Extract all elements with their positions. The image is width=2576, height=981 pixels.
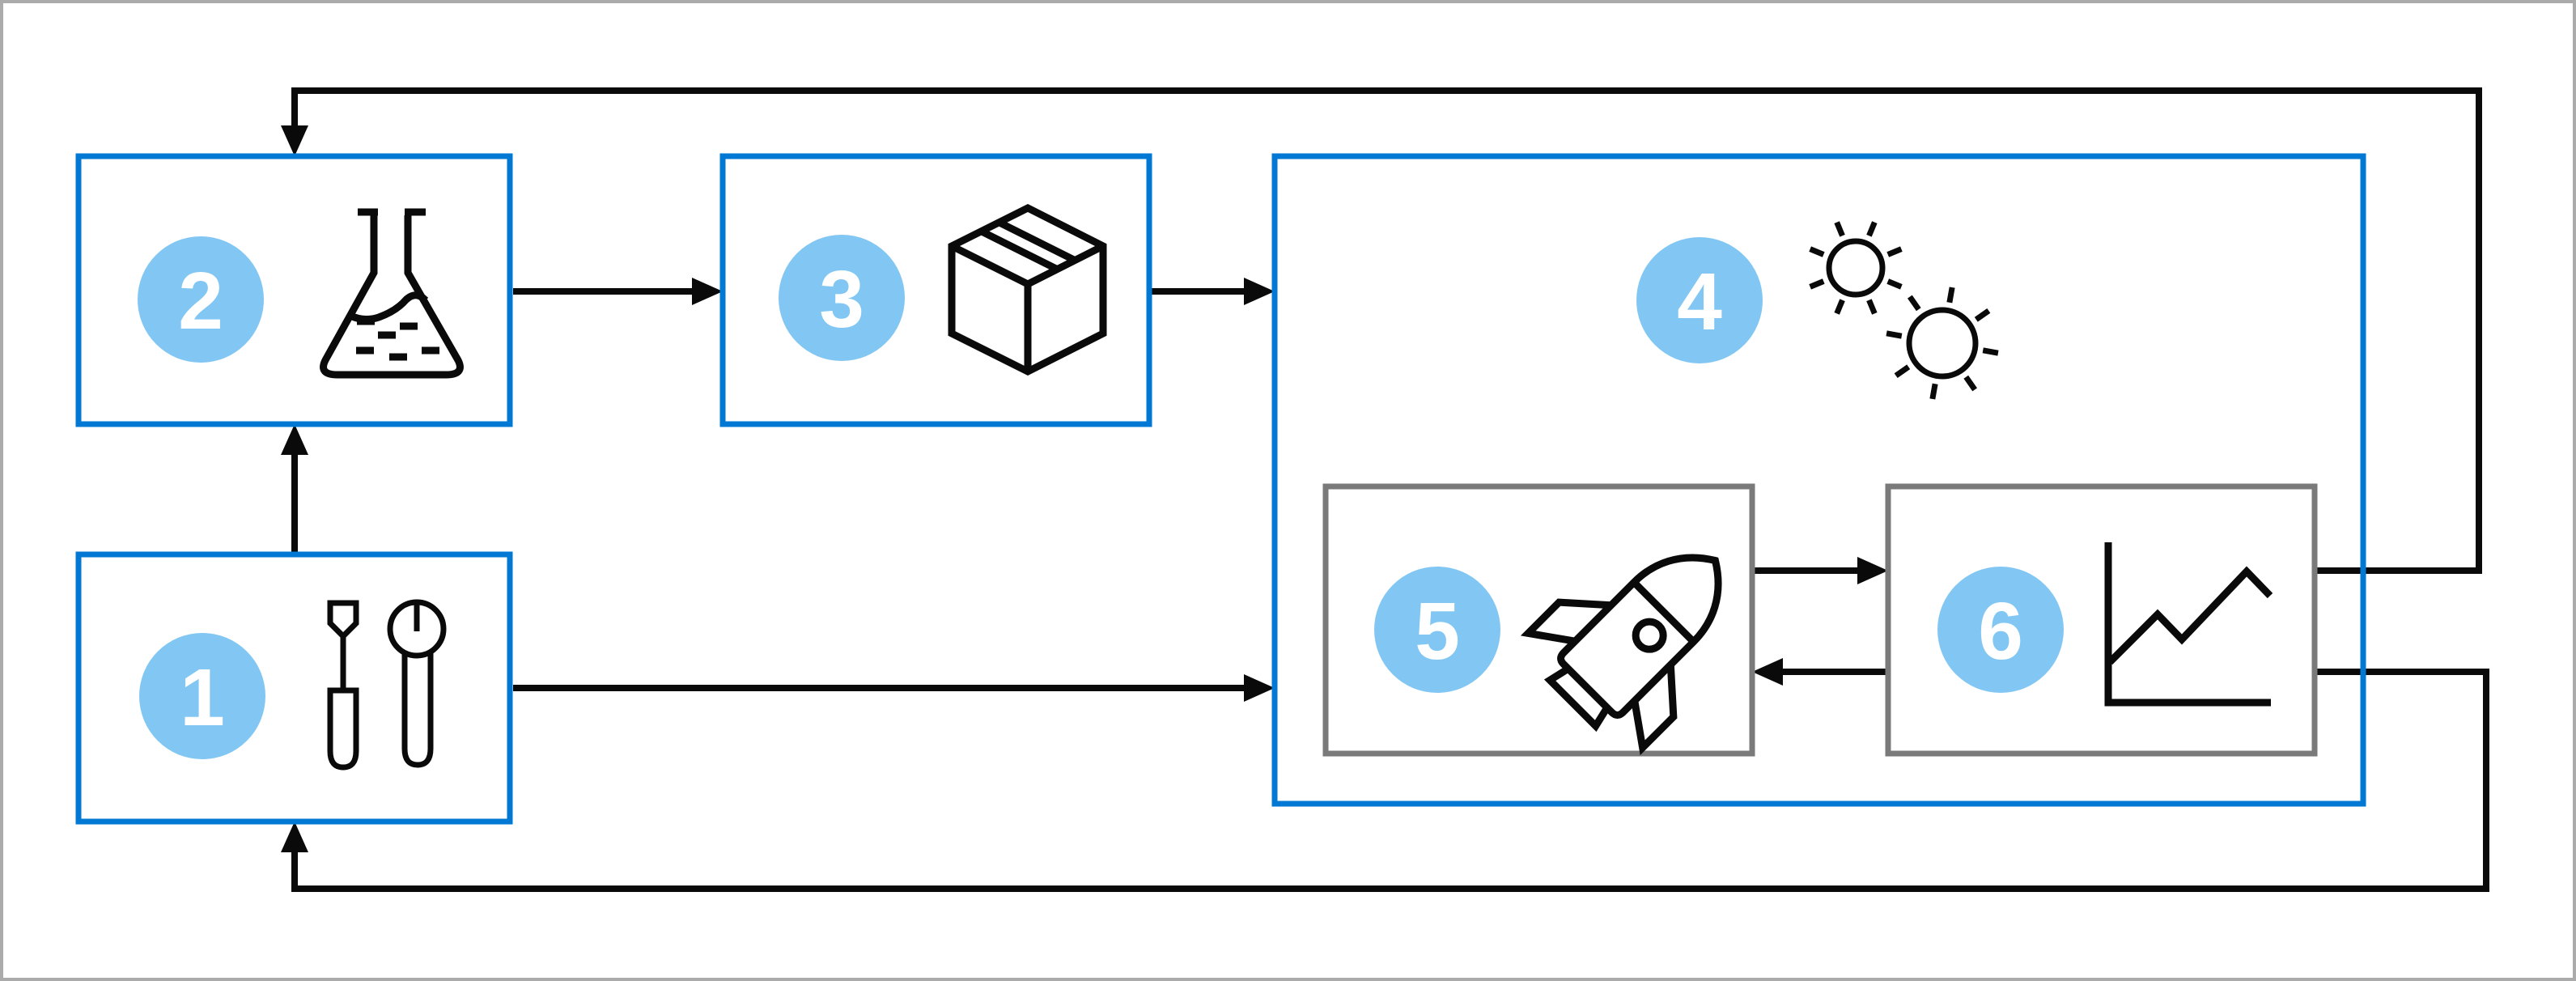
flask-icon (320, 208, 464, 379)
arrow-5-to-6 (1752, 557, 1888, 584)
top-feedback-loop (281, 87, 2482, 574)
step-number-4: 4 (1677, 257, 1722, 347)
arrow-2-to-3 (513, 278, 723, 305)
node-step-5 (1322, 483, 1755, 757)
step-badge-2: 2 (138, 236, 264, 363)
step-badge-6: 6 (1937, 567, 2064, 693)
step-number-1: 1 (180, 652, 225, 743)
step-badge-1: 1 (139, 633, 265, 759)
line-chart-icon (2104, 542, 2273, 707)
bottom-feedback-loop (281, 669, 2489, 892)
step-number-6: 6 (1978, 586, 2023, 677)
node-step-1 (75, 551, 513, 825)
node-step-2 (75, 153, 513, 427)
step-badge-4: 4 (1636, 237, 1763, 363)
arrow-3-to-4 (1149, 278, 1275, 305)
node-step-3 (719, 153, 1152, 427)
step-badge-3: 3 (779, 235, 905, 361)
microbes-icon (1809, 221, 1999, 400)
node-step-4 (1271, 153, 2366, 807)
node-step-6 (1885, 483, 2318, 757)
arrow-1-to-2 (281, 424, 308, 554)
step-badge-5: 5 (1374, 567, 1500, 693)
microbe-small (1809, 221, 1903, 315)
rocket-icon (1520, 554, 1722, 756)
tools-icon (327, 599, 447, 771)
step-number-3: 3 (819, 254, 864, 345)
step-number-2: 2 (178, 256, 223, 346)
step-number-5: 5 (1415, 586, 1460, 677)
package-box-icon (948, 203, 1107, 376)
arrow-6-to-5 (1752, 658, 1888, 686)
arrow-1-to-4 (513, 674, 1275, 702)
connections (281, 87, 2489, 892)
microbe-large (1886, 287, 1999, 400)
